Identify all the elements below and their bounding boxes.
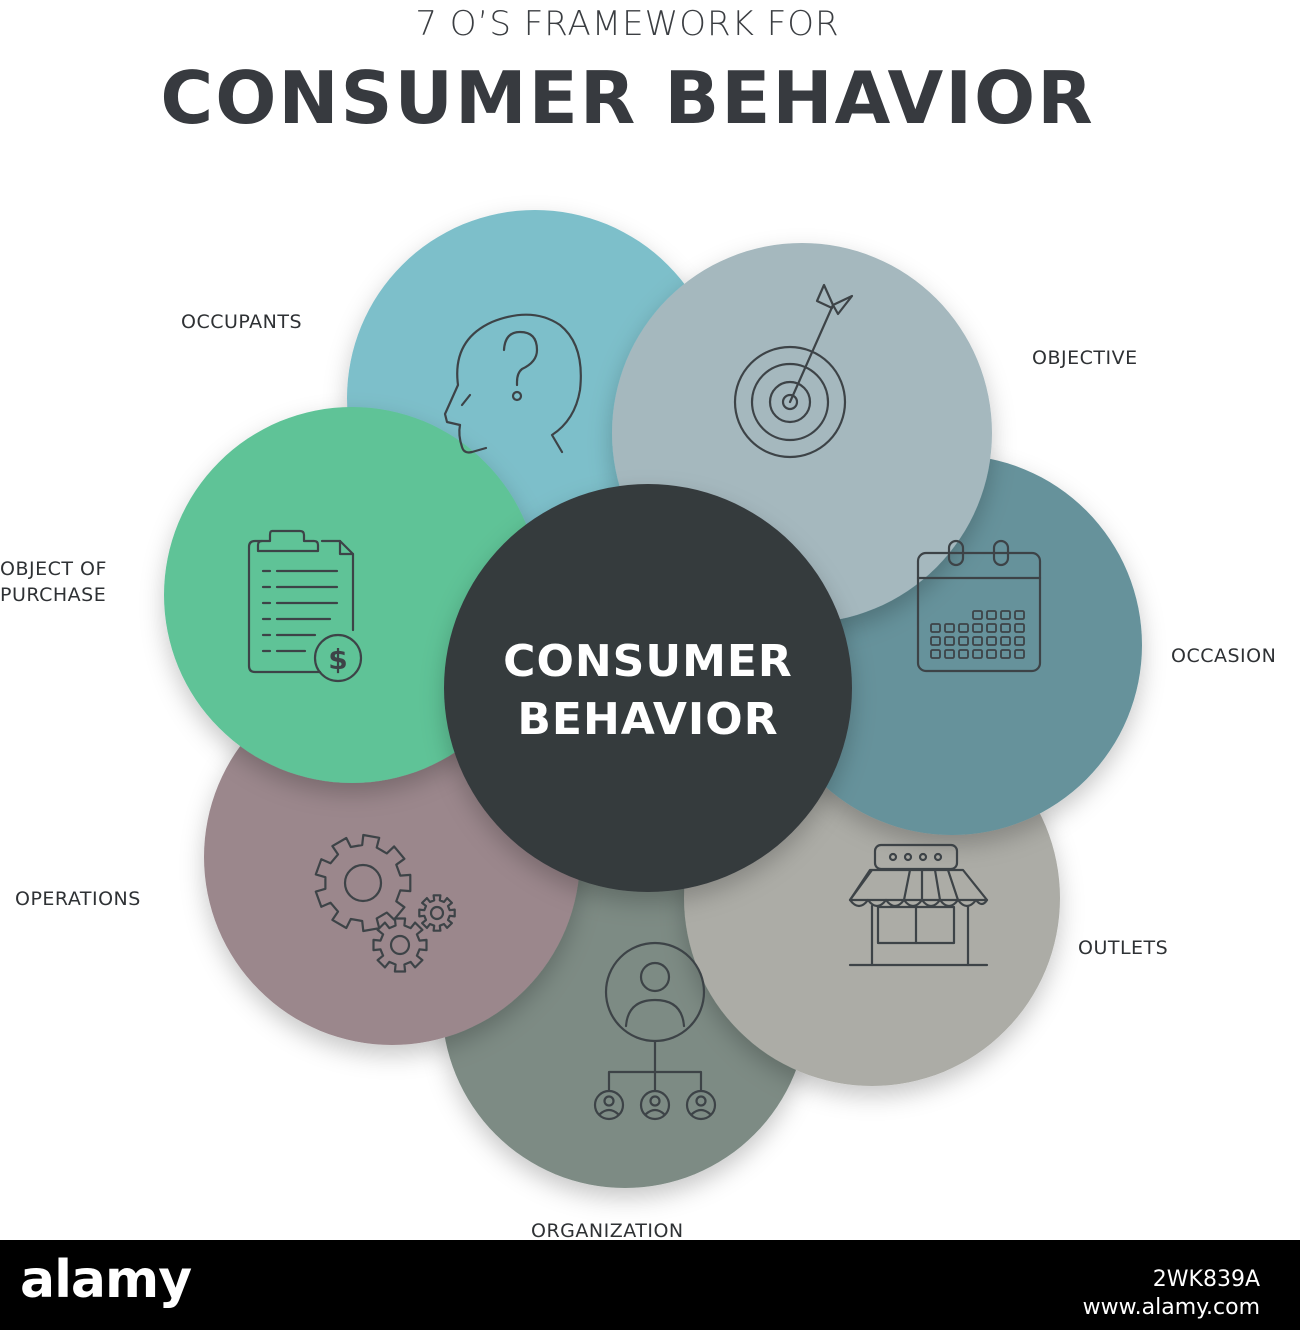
calendar-cell — [986, 636, 997, 646]
calendar-cell — [972, 610, 983, 620]
target-dart-icon — [733, 283, 854, 459]
calendar-cell — [972, 636, 983, 646]
gears-icon — [314, 833, 456, 973]
calendar-cell — [1000, 649, 1011, 659]
calendar-cell — [930, 623, 941, 633]
watermark-footer: alamy 2WK839A www.alamy.com — [0, 1240, 1300, 1330]
calendar-cell — [1000, 636, 1011, 646]
label-outlets: OUTLETS — [1078, 937, 1169, 959]
calendar-cell — [986, 623, 997, 633]
calendar-cell — [1014, 649, 1025, 659]
calendar-cell — [958, 623, 969, 633]
label-objective: OBJECTIVE — [1032, 347, 1138, 369]
calendar-cell — [1000, 623, 1011, 633]
gear-outline — [418, 894, 456, 932]
gear-hole — [429, 905, 445, 921]
center-circle — [444, 484, 852, 892]
calendar-cell — [1014, 610, 1025, 620]
calendar-cell — [944, 649, 955, 659]
footer-image-info: 2WK839A www.alamy.com — [1083, 1266, 1260, 1322]
calendar-cell — [930, 649, 941, 659]
diagram-title: CONSUMER BEHAVIOR — [160, 56, 1095, 140]
label-object-of-purchase: OBJECT OF PURCHASE — [0, 556, 107, 608]
calendar-cell — [930, 636, 941, 646]
label-operations: OPERATIONS — [15, 888, 141, 910]
footer-site: www.alamy.com — [1082, 1295, 1260, 1320]
framework-diagram: CONSUMER BEHAVIOR — [164, 210, 1142, 1188]
center-label-line1: CONSUMER — [503, 636, 793, 687]
calendar-cell — [1000, 610, 1011, 620]
calendar-cell — [958, 636, 969, 646]
clipboard-dollar-icon — [247, 529, 363, 683]
gear-hole — [343, 863, 383, 903]
footer-logo: alamy — [20, 1250, 192, 1310]
label-occupants: OCCUPANTS — [181, 311, 303, 333]
calendar-cell — [972, 649, 983, 659]
gear-outline — [372, 917, 428, 973]
center-label-line2: BEHAVIOR — [517, 694, 778, 745]
head-question-icon — [443, 313, 582, 454]
calendar-cell — [986, 649, 997, 659]
calendar-icon — [916, 539, 1042, 673]
diagram-subtitle: 7 O’S FRAMEWORK FOR — [415, 4, 840, 44]
label-occasion: OCCASION — [1171, 645, 1277, 667]
calendar-cell — [944, 636, 955, 646]
calendar-cell — [944, 623, 955, 633]
storefront-icon — [848, 843, 989, 967]
label-object-of-purchase-line1: OBJECT OF — [0, 558, 107, 580]
org-hierarchy-icon — [593, 941, 717, 1121]
dollar-sign-glyph: $ — [328, 643, 347, 676]
gear-hole — [389, 934, 411, 956]
label-organization: ORGANIZATION — [531, 1220, 684, 1242]
calendar-cell — [986, 610, 997, 620]
calendar-cell — [972, 623, 983, 633]
calendar-cell — [1014, 636, 1025, 646]
footer-image-id: 2WK839A — [1152, 1267, 1260, 1292]
calendar-cell — [1014, 623, 1025, 633]
calendar-cell — [958, 649, 969, 659]
label-object-of-purchase-line2: PURCHASE — [0, 584, 107, 606]
